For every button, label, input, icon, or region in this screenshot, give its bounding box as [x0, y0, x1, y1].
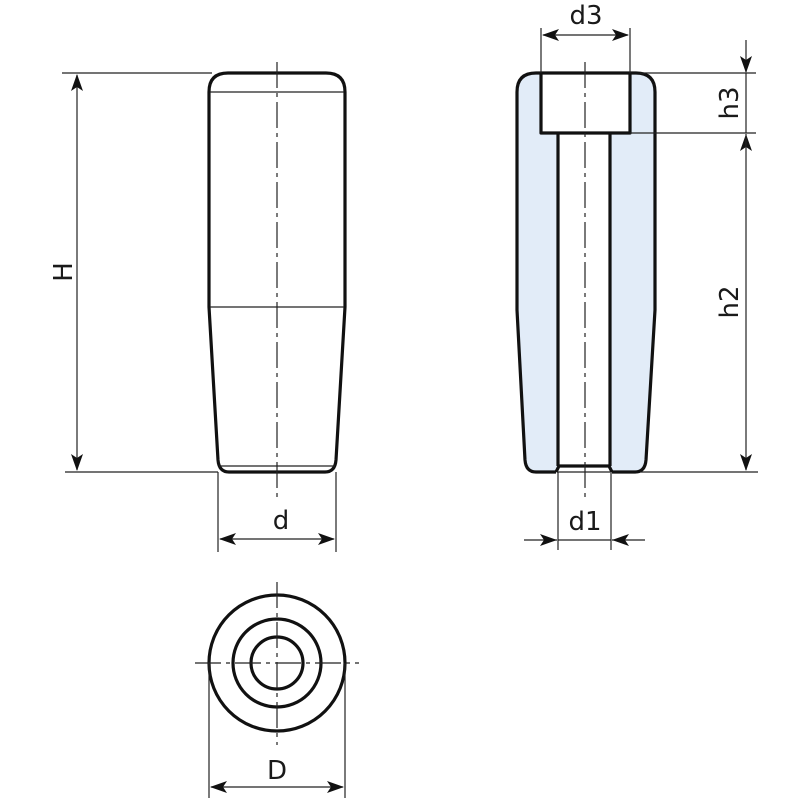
- section-fill-right: [610, 73, 655, 472]
- dimension-d3: d3: [540, 1, 631, 73]
- side-view-outline: [207, 71, 347, 474]
- label-h3: h3: [715, 86, 745, 119]
- arrow-left-icon: [542, 29, 559, 41]
- arrow-down-icon: [740, 56, 752, 73]
- end-view: [195, 582, 359, 745]
- dimension-d1: d1: [524, 472, 645, 550]
- label-d1: d1: [568, 507, 601, 537]
- arrow-right-icon: [318, 533, 335, 545]
- label-D: D: [267, 756, 287, 786]
- section-outer-outline: [515, 71, 556, 474]
- label-d: d: [273, 506, 290, 536]
- label-H: H: [49, 262, 79, 282]
- label-h2: h2: [715, 285, 745, 318]
- dimension-H: H: [49, 72, 218, 473]
- arrow-left-icon: [612, 534, 629, 546]
- label-d3: d3: [569, 1, 602, 31]
- section-outer-outline-right: [612, 71, 657, 474]
- arrow-up-icon: [71, 74, 83, 91]
- arrow-left-icon: [219, 533, 236, 545]
- arrow-right-icon: [540, 534, 557, 546]
- dimension-h3-h2: h3 h2: [630, 40, 758, 473]
- dimension-d: d: [217, 472, 337, 552]
- dimension-D: D: [208, 663, 346, 798]
- bore-chamfer: [554, 464, 614, 473]
- section-fill-left: [517, 73, 558, 472]
- arrow-down-icon: [740, 454, 752, 471]
- side-view: [207, 62, 347, 502]
- section-view: [515, 62, 657, 502]
- arrow-right-icon: [612, 29, 629, 41]
- arrow-down-icon: [71, 454, 83, 471]
- arrow-right-icon: [327, 781, 344, 793]
- arrow-left-icon: [210, 781, 227, 793]
